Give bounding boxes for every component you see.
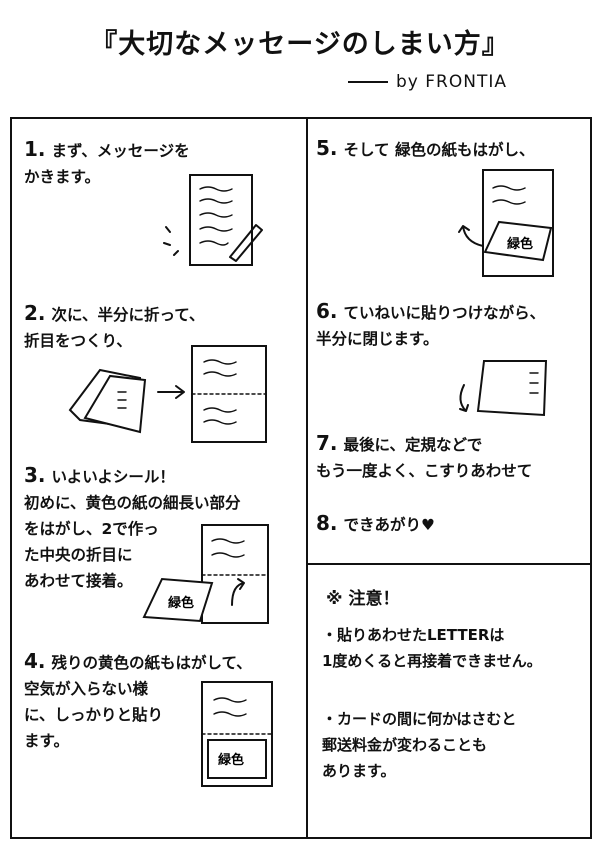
- green-sheet: [142, 577, 214, 623]
- card-marks-6: [529, 372, 539, 394]
- notes-heading: ※ 注意！: [326, 589, 400, 609]
- peel-arrow-icon: [231, 578, 245, 606]
- close-arrow-icon: [459, 384, 469, 412]
- byline-dash: [348, 81, 388, 83]
- letter-paper-3: [201, 524, 269, 624]
- step4-seal-illustration: 緑色: [201, 681, 273, 787]
- step-6: 6.ていねいに貼りつけながら、 半分に閉じます。: [316, 299, 546, 348]
- green-label-5: 緑色: [507, 236, 533, 252]
- card-marks: [117, 391, 127, 409]
- step-4: 4.残りの黄色の紙もはがして、 空気が入らない様 に、しっかりと貼り ます。: [24, 649, 252, 750]
- step-7: 7.最後に、定規などで もう一度よく、こすりあわせて: [316, 431, 533, 480]
- green-label-4: 緑色: [218, 752, 244, 768]
- closed-card: [476, 360, 548, 417]
- folded-card-front: [83, 374, 147, 434]
- step-5: 5.そして 緑色の紙もはがし、: [316, 136, 535, 160]
- step-1: 1.まず、メッセージを かきます。: [24, 137, 190, 186]
- green-label-3: 緑色: [168, 595, 194, 611]
- step3-peel-illustration: 緑色: [142, 524, 269, 624]
- sparkle-marks: [163, 226, 179, 256]
- byline-text: by FRONTIA: [396, 72, 507, 92]
- step2-fold-illustration: [68, 345, 267, 443]
- letter-lines: [203, 359, 237, 425]
- green-sheet-5: [483, 220, 553, 262]
- arrow-right-icon: [157, 385, 185, 399]
- letter-lines-4: [213, 697, 247, 717]
- step5-peel-green-illustration: 緑色: [458, 169, 554, 277]
- letter-lines-5: [492, 185, 526, 205]
- step6-close-illustration: [459, 360, 548, 417]
- handwriting-lines: [199, 186, 233, 246]
- green-sheet-4: [207, 739, 267, 779]
- page-title: 『大切なメッセージのしまい方』: [90, 29, 510, 60]
- pen-icon: [229, 224, 263, 262]
- note-item-2: ・カードの間に何かはさむと 郵送料金が変わることも あります。: [322, 710, 517, 780]
- letter-lines-3: [211, 538, 245, 558]
- step-2: 2.次に、半分に折って、 折目をつくり、: [24, 301, 205, 350]
- step-8: 8.できあがり♥: [316, 511, 435, 535]
- letter-paper: [189, 174, 253, 266]
- right-bottom-panel: [306, 563, 592, 839]
- step1-letter-illustration: [163, 174, 263, 266]
- step-3: 3.いよいよシール！ 初めに、黄色の紙の細長い部分 をはがし、2で作っ た中央の…: [24, 463, 241, 590]
- peel-arrow-icon-5: [458, 225, 484, 247]
- byline: by FRONTIA: [348, 72, 507, 92]
- note-item-1: ・貼りあわせたLETTERは 1度めくると再接着できません。: [322, 626, 542, 670]
